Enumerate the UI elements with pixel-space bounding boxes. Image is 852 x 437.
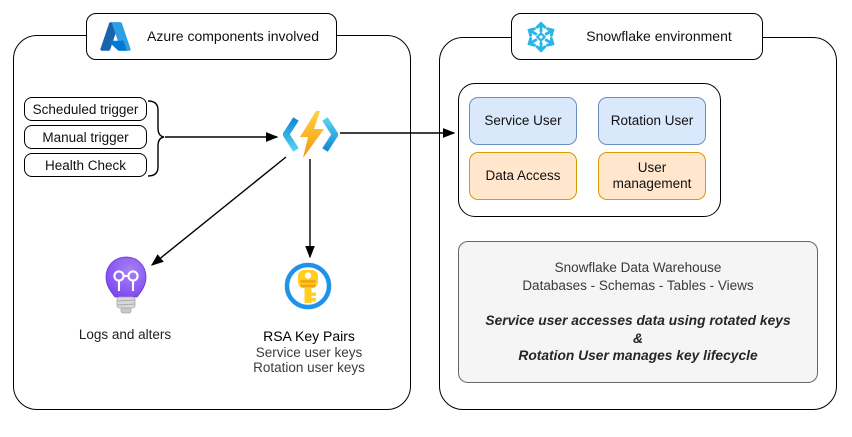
node-user-management: User management [598,152,706,200]
node-manual-trigger: Manual trigger [24,125,147,149]
node-scheduled-trigger: Scheduled trigger [24,97,147,121]
warehouse-emph3: Rotation User manages key lifecycle [518,348,758,363]
warehouse-emph1: Service user accesses data using rotated… [485,313,791,328]
warehouse-line1: Snowflake Data Warehouse [554,260,722,275]
rsa-key-icon [284,262,332,310]
rsa-line-service: Service user keys [255,344,363,360]
snowflake-title: Snowflake environment [586,28,732,45]
node-service-user: Service User [469,97,577,145]
warehouse-emph2: & [633,330,643,346]
warehouse-note-box: Snowflake Data Warehouse Databases - Sch… [458,241,818,383]
node-data-access: Data Access [469,152,577,200]
rsa-title: RSA Key Pairs [263,328,355,344]
azure-title: Azure components involved [147,28,319,45]
warehouse-line2: Databases - Schemas - Tables - Views [522,278,754,293]
lightbulb-icon [103,256,149,322]
rsa-caption: RSA Key Pairs Service user keys Rotation… [229,328,389,376]
rsa-line-rotation: Rotation user keys [253,360,365,375]
azure-title-box: Azure components involved [86,13,337,60]
azure-logo-icon [99,20,132,53]
azure-function-icon [283,111,338,158]
node-rotation-user: Rotation User [598,97,706,145]
node-health-check: Health Check [24,153,147,177]
snowflake-title-box: Snowflake environment [511,13,763,60]
logs-label: Logs and alters [78,327,172,342]
snowflake-logo-icon [524,20,558,54]
